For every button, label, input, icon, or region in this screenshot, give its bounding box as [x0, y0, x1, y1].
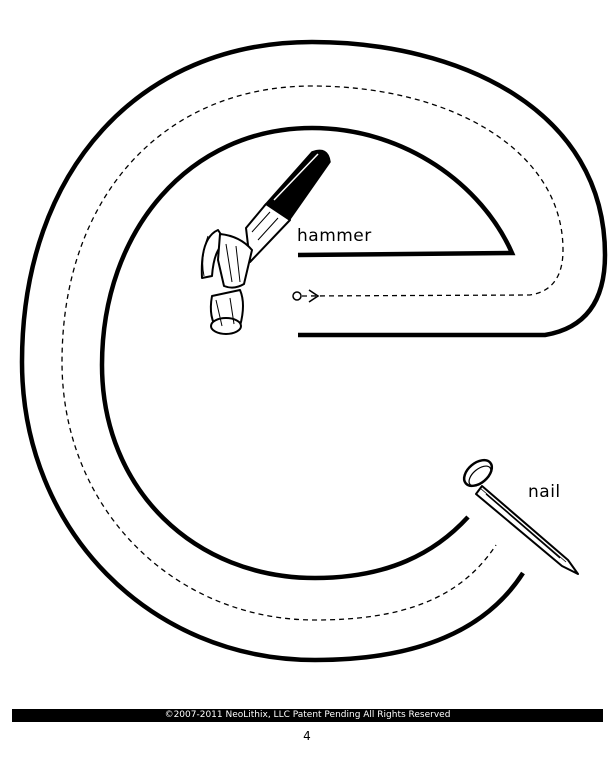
- hammer-label: hammer: [297, 226, 372, 246]
- nail-icon: [462, 458, 579, 575]
- copyright-text: ©2007-2011 NeoLithix, LLC Patent Pending…: [164, 710, 451, 720]
- letter-e-tracing-worksheet: [19, 39, 608, 663]
- letter-outer-outline: [19, 39, 608, 663]
- start-circle-arrow-icon: [292, 289, 320, 303]
- letter-inner-outline: [99, 125, 516, 581]
- hammer-icon: [200, 149, 331, 335]
- page-number: 4: [303, 729, 311, 743]
- copyright-footer-bar: ©2007-2011 NeoLithix, LLC Patent Pending…: [12, 709, 603, 722]
- tracing-guide-dashed-path[interactable]: [61, 85, 564, 621]
- nail-label: nail: [528, 482, 561, 502]
